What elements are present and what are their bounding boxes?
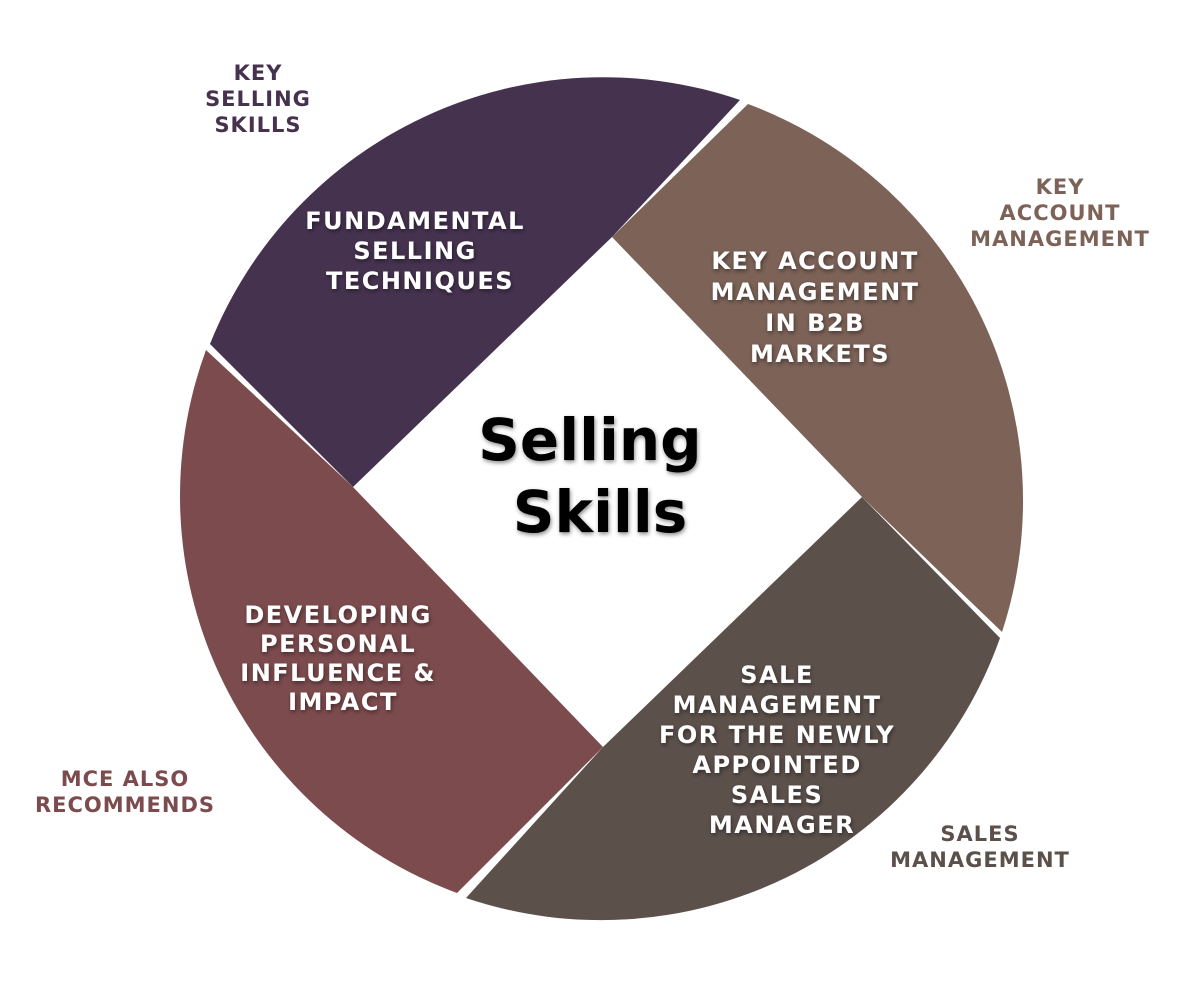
outer-label-key-account-management: KEY ACCOUNT MANAGEMENT (955, 174, 1165, 252)
segment-fundamental-selling (210, 77, 740, 487)
segment-label-line: SALES (731, 781, 823, 809)
segment-label-sales-management: SALE MANAGEMENT FOR THE NEWLY APPOINTED … (659, 661, 905, 839)
segment-label-line: APPOINTED (692, 751, 861, 779)
outer-label-line: SKILLS (214, 113, 302, 137)
segment-key-account (612, 104, 1024, 632)
outer-label-mce-also-recommends: MCE ALSO RECOMMENDS (20, 766, 230, 818)
segment-label-line: TECHNIQUES (326, 267, 514, 295)
outer-label-line: SALES (940, 822, 1020, 846)
outer-label-line: MCE ALSO (60, 767, 190, 791)
segment-label-line: INFLUENCE & (240, 659, 436, 687)
center-title: Selling Skills (478, 406, 722, 546)
outer-label-line: KEY (1035, 175, 1085, 199)
segment-label-line: FOR THE NEWLY (659, 721, 895, 749)
segment-label-line: PERSONAL (260, 630, 416, 658)
outer-label-sales-management: SALES MANAGEMENT (880, 821, 1080, 873)
segment-label-line: MANAGEMENT (711, 278, 920, 306)
segment-label-line: MARKETS (750, 340, 890, 368)
outer-label-line: SELLING (205, 87, 311, 111)
outer-label-line: MANAGEMENT (890, 848, 1070, 872)
outer-label-line: KEY (233, 61, 283, 85)
outer-label-key-selling-skills: KEY SELLING SKILLS (188, 60, 328, 138)
segment-label-line: MANAGEMENT (673, 691, 882, 719)
outer-label-line: RECOMMENDS (34, 793, 216, 817)
center-title-line: Skills (513, 478, 688, 546)
outer-label-line: MANAGEMENT (970, 227, 1150, 251)
segment-label-key-account: KEY ACCOUNT MANAGEMENT IN B2B MARKETS (711, 247, 930, 368)
segment-label-fundamental-selling: FUNDAMENTAL SELLING TECHNIQUES (305, 207, 535, 295)
segment-personal-influence (180, 350, 604, 893)
center-title-line: Selling (478, 406, 702, 474)
segment-label-line: IN B2B (765, 309, 865, 337)
outer-label-line: ACCOUNT (999, 201, 1121, 225)
segment-label-line: KEY ACCOUNT (711, 247, 918, 275)
segment-label-line: DEVELOPING (244, 601, 431, 629)
segment-label-line: IMPACT (288, 688, 398, 716)
segment-label-line: SELLING (353, 237, 476, 265)
segment-label-line: SALE (740, 661, 814, 689)
segment-sales-management (466, 497, 1000, 921)
segment-label-personal-influence: DEVELOPING PERSONAL INFLUENCE & IMPACT (240, 601, 445, 716)
segment-label-line: MANAGER (709, 811, 855, 839)
segment-label-line: FUNDAMENTAL (305, 207, 525, 235)
